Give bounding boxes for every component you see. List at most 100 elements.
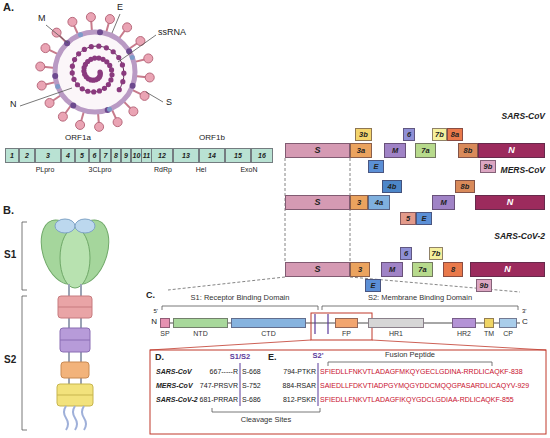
domain-box: CTD bbox=[231, 318, 306, 338]
nucleocapsid bbox=[97, 88, 102, 93]
box-label: 3a bbox=[357, 147, 365, 155]
s2-stripe bbox=[60, 340, 90, 341]
bracket bbox=[22, 222, 27, 290]
dashed-line bbox=[168, 277, 285, 290]
gene-box: 3 bbox=[350, 195, 368, 210]
label: SARS-CoV bbox=[502, 112, 545, 121]
box-label: N bbox=[508, 146, 515, 155]
label: S-668 bbox=[242, 368, 261, 375]
bracket bbox=[22, 296, 27, 430]
e-protein bbox=[78, 32, 83, 37]
nucleocapsid bbox=[80, 86, 85, 91]
nucleocapsid bbox=[121, 71, 126, 76]
s2-domain bbox=[61, 362, 89, 378]
gene-box: 8 bbox=[443, 262, 463, 277]
leader-line bbox=[112, 14, 120, 33]
gene-box: 7b bbox=[429, 247, 443, 260]
box-label: N bbox=[507, 198, 514, 207]
label: 681-PRRAR bbox=[199, 396, 238, 403]
s2-domain bbox=[57, 384, 93, 406]
nucleocapsid bbox=[72, 57, 77, 62]
bracket bbox=[162, 306, 318, 310]
nucleocapsid bbox=[75, 82, 80, 87]
nucleocapsid bbox=[70, 64, 75, 69]
m-protein bbox=[130, 83, 136, 89]
nucleocapsid bbox=[89, 44, 94, 49]
gene-box: 9 bbox=[121, 148, 131, 163]
gene-box: S bbox=[285, 262, 350, 277]
label: N bbox=[10, 100, 17, 109]
box-label: 12 bbox=[158, 152, 166, 159]
spike-head bbox=[58, 112, 67, 121]
tail bbox=[82, 406, 86, 430]
spike-head bbox=[37, 81, 46, 90]
nucleocapsid bbox=[96, 44, 101, 49]
spike-head bbox=[129, 107, 138, 116]
dashed-line bbox=[350, 277, 520, 292]
s2-domain bbox=[58, 296, 92, 318]
dashed-line bbox=[285, 158, 286, 262]
gene-box: 6 bbox=[400, 247, 412, 260]
nucleocapsid bbox=[109, 67, 114, 72]
gene-box: N bbox=[470, 262, 545, 277]
box-label: 8 bbox=[114, 152, 118, 159]
label: E. bbox=[268, 353, 277, 362]
box-label: 4 bbox=[66, 152, 70, 159]
gene-box: 8b bbox=[458, 143, 478, 158]
label: 747-PRSVR bbox=[200, 382, 238, 389]
leader-lines bbox=[20, 14, 163, 106]
s2-stripe bbox=[57, 395, 93, 396]
gene-box: 3a bbox=[350, 143, 372, 158]
cleavage-line bbox=[240, 363, 241, 406]
label: ORF1b bbox=[199, 134, 225, 142]
box-label: M bbox=[389, 266, 395, 274]
label: SARS-CoV-2 bbox=[494, 232, 545, 241]
gene-box: 16 bbox=[251, 148, 273, 163]
box-label: S bbox=[314, 198, 320, 207]
label: 3' bbox=[522, 308, 526, 314]
spike-head bbox=[86, 13, 95, 22]
label: Fusion Peptide bbox=[385, 351, 435, 359]
domain-bar bbox=[368, 318, 424, 328]
label: MERS-CoV bbox=[501, 166, 545, 175]
box-label: SP bbox=[160, 330, 169, 337]
gene-box: 7a bbox=[412, 262, 433, 277]
nucleocapsid bbox=[82, 47, 87, 52]
leader-line bbox=[118, 35, 156, 62]
gene-box: E bbox=[416, 212, 432, 225]
domain-box: HR2 bbox=[452, 318, 476, 338]
spike-head bbox=[145, 73, 154, 82]
label: S-686 bbox=[242, 396, 261, 403]
domain-box: FP bbox=[335, 318, 358, 338]
box-label: TM bbox=[484, 330, 494, 337]
box-label: 6 bbox=[407, 131, 411, 139]
gene-box: 4 bbox=[61, 148, 75, 163]
nucleocapsid bbox=[70, 70, 75, 75]
box-label: HR1 bbox=[389, 330, 403, 337]
box-label: 3b bbox=[359, 131, 368, 139]
gene-box: 8 bbox=[111, 148, 121, 163]
box-label: S bbox=[314, 265, 320, 274]
gene-box: 1 bbox=[5, 148, 19, 163]
box-label: HR2 bbox=[457, 330, 471, 337]
brackets bbox=[22, 222, 518, 430]
label: S1/S2 bbox=[230, 353, 250, 361]
domain-bar bbox=[452, 318, 476, 328]
zoom-line bbox=[150, 340, 311, 350]
spike-protein bbox=[34, 215, 117, 430]
nucleocapsid bbox=[107, 63, 112, 68]
cleavage-line bbox=[318, 363, 319, 406]
label: S2: Membrane Binding Domain bbox=[368, 294, 472, 302]
s1-cap bbox=[75, 219, 95, 233]
label: 884-RSAR bbox=[283, 382, 316, 389]
box-label: CTD bbox=[261, 330, 275, 337]
label: 812-PSKR bbox=[283, 396, 316, 403]
domain-bar bbox=[160, 318, 170, 328]
e-protein bbox=[130, 55, 135, 60]
bracket bbox=[322, 306, 518, 310]
box-label: 8b bbox=[464, 147, 473, 155]
label: S2 bbox=[4, 355, 16, 365]
s-gene-guides bbox=[168, 158, 520, 292]
